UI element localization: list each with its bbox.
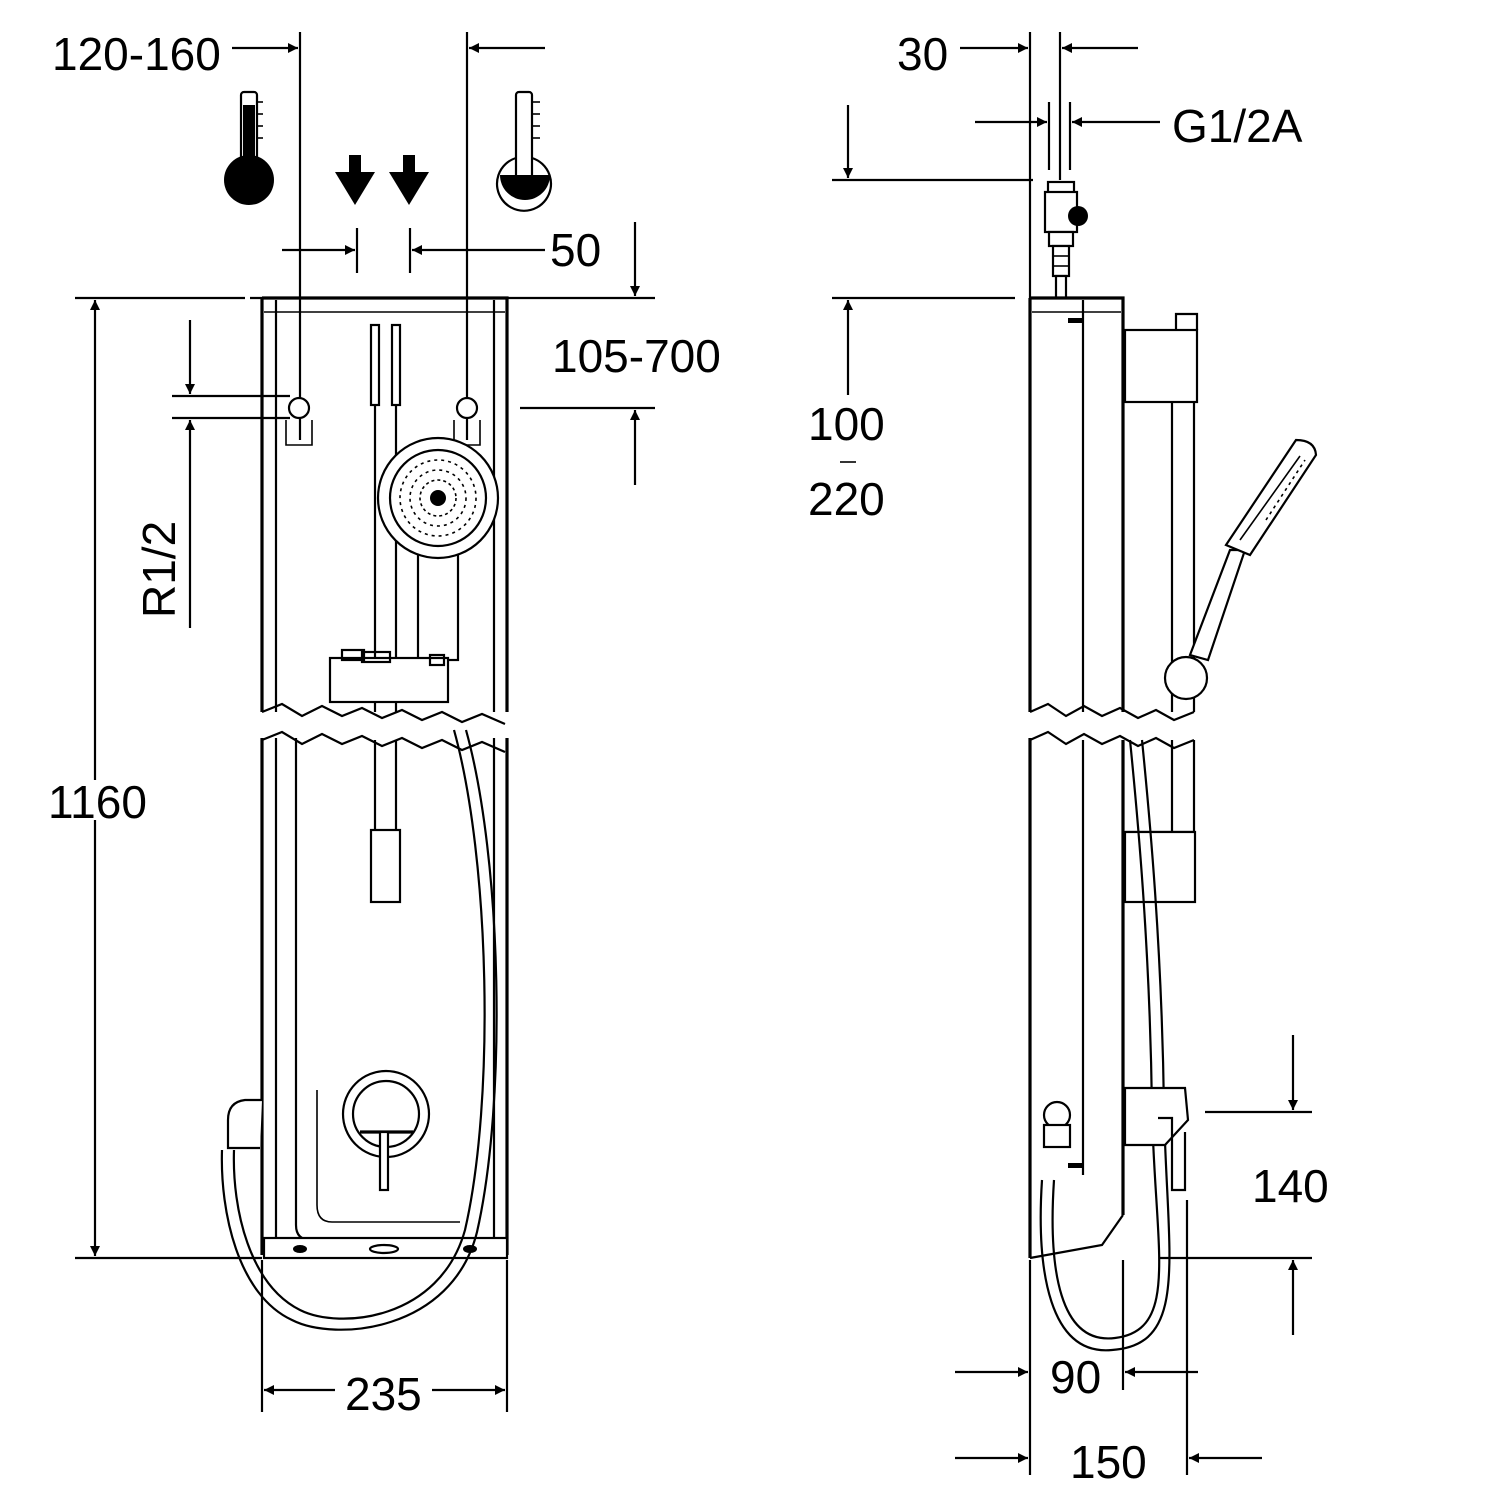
dim-inlet-height: 105-700 <box>552 330 721 382</box>
side-view: 30 G1/2A 100 220 140 90 150 <box>808 28 1329 1488</box>
front-view: 120-160 50 105-700 R1/2 1160 235 <box>48 28 721 1420</box>
hand-shower-side <box>1163 438 1318 701</box>
dim-depth-total: 150 <box>1070 1436 1147 1488</box>
dim-thread-side: G1/2A <box>1172 100 1303 152</box>
dim-height: 1160 <box>48 776 147 828</box>
hand-shower-head <box>376 436 500 662</box>
shower-panel-front <box>220 296 509 1331</box>
dim-inlet-spacing: 50 <box>550 224 601 276</box>
dim-pipe-spacing: 120-160 <box>52 28 221 80</box>
thermometer-cold-icon <box>495 90 553 212</box>
flow-direction-arrow-icon <box>335 155 429 205</box>
dim-valve-height: 140 <box>1252 1160 1329 1212</box>
thermometer-hot-icon <box>224 90 274 205</box>
dim-pipe-depth: 30 <box>897 28 948 80</box>
dim-offset-top: 100 <box>808 398 885 450</box>
shower-panel-side <box>1028 180 1318 1352</box>
dim-thread-front: R1/2 <box>133 521 185 618</box>
dim-width: 235 <box>345 1368 422 1420</box>
dim-offset-bottom: 220 <box>808 473 885 525</box>
dim-depth-body: 90 <box>1050 1351 1101 1403</box>
